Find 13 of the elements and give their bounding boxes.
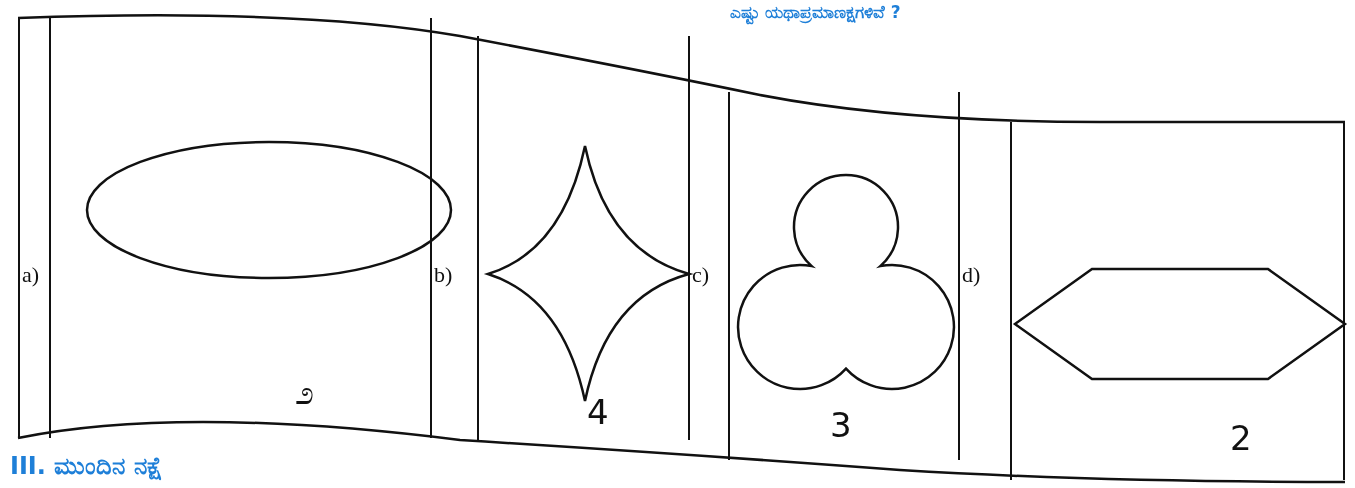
- answer-cell: [960, 122, 1345, 480]
- option-letter: b): [434, 262, 453, 288]
- clover-shape: [736, 173, 956, 391]
- handwritten-answer: 2: [1230, 418, 1252, 458]
- answer-cell: [690, 92, 960, 460]
- question-heading: III. ಮುಂದಿನ ನಕ್ಷೆ: [10, 452, 163, 480]
- option-letter: d): [962, 262, 981, 288]
- handwritten-answer: 3: [830, 405, 852, 445]
- option-letter: a): [22, 262, 40, 288]
- option-letter: c): [692, 262, 710, 288]
- handwritten-answer: ೨: [295, 372, 314, 413]
- handwritten-answer: 4: [587, 392, 609, 432]
- hexagon-shape: [1012, 267, 1348, 381]
